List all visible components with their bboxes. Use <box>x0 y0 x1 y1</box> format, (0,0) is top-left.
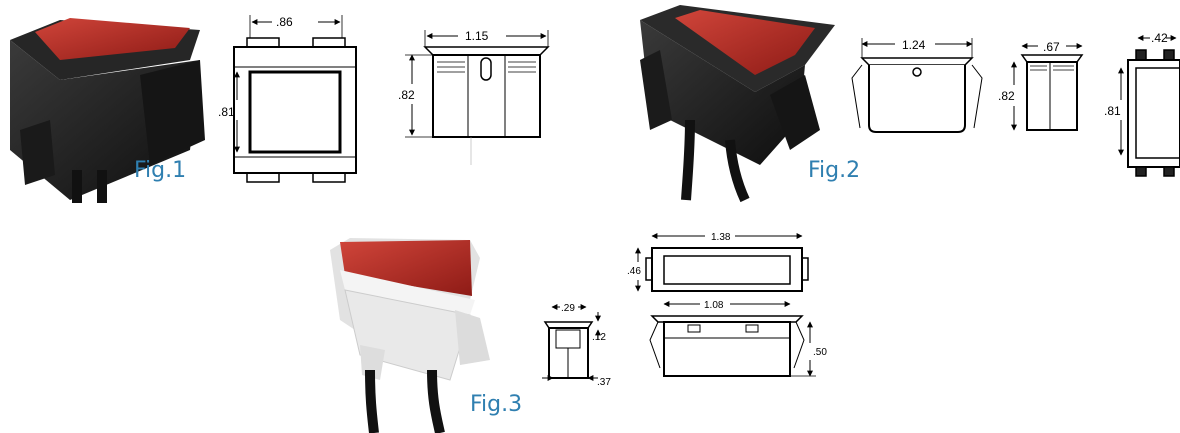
fig1-side-height-label: .82 <box>398 88 415 102</box>
fig1-front-view <box>233 15 357 183</box>
fig3-end-view <box>542 304 601 381</box>
fig3-top-height-label: .46 <box>627 266 641 277</box>
fig1-height-label: .81 <box>218 105 235 119</box>
fig1-caption: Fig.1 <box>134 158 187 183</box>
fig3-caption: Fig.3 <box>470 392 523 417</box>
fig2-end-width-label: .42 <box>1151 31 1168 45</box>
fig3-top-width-label: 1.38 <box>711 232 731 243</box>
fig2-end-view <box>1118 35 1180 177</box>
fig3-side-view <box>649 301 816 377</box>
fig2-height-label: .82 <box>998 89 1015 103</box>
fig1-side-view <box>405 30 550 165</box>
fig1-width-label: .86 <box>276 15 293 29</box>
fig3-side-width-label: .29 <box>561 303 575 314</box>
fig2-end-height-label: .81 <box>1104 104 1121 118</box>
fig3-body-width-label: 1.08 <box>704 300 724 311</box>
fig3-photo <box>330 238 490 433</box>
fig3-depth-label: .37 <box>597 377 611 388</box>
fig3-body-height-label: .50 <box>813 347 827 358</box>
fig2-photo <box>640 5 835 203</box>
fig2-side-width-label: .67 <box>1043 40 1060 54</box>
fig2-long-side-view <box>851 38 983 133</box>
fig3-lip-label: .12 <box>592 332 606 343</box>
fig1-photo <box>10 18 205 203</box>
fig3-top-view <box>635 233 809 292</box>
fig2-caption: Fig.2 <box>808 158 861 183</box>
fig1-side-width-label: 1.15 <box>465 29 489 43</box>
fig2-short-side-view <box>1011 43 1084 131</box>
fig2-width-label: 1.24 <box>902 38 926 52</box>
